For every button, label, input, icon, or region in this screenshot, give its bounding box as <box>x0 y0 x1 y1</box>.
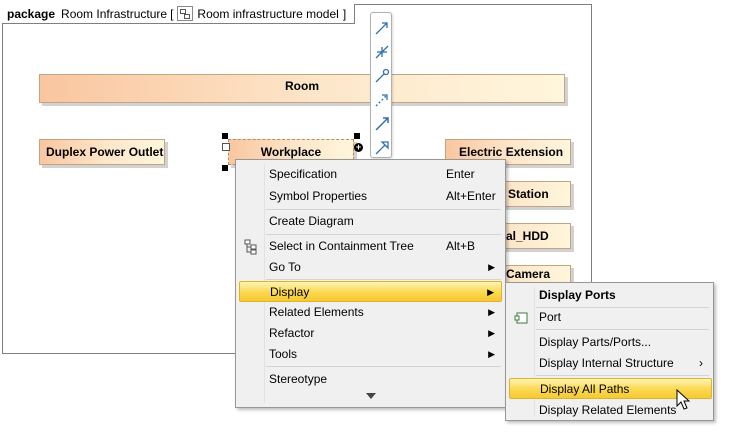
submenu-arrow-icon: ▶ <box>488 262 495 272</box>
part-room-label: Room <box>285 79 319 93</box>
directed-association-icon[interactable] <box>373 19 391 37</box>
submenu-item-display-ports[interactable]: Display Ports <box>506 285 713 306</box>
menu-item-label: Specification <box>269 167 338 181</box>
menu-item-shortcut: Enter <box>446 167 475 181</box>
menu-separator <box>266 209 501 210</box>
model-name: Room infrastructure model <box>197 6 339 21</box>
generalization-icon[interactable] <box>373 139 391 157</box>
resize-handle-ne[interactable] <box>354 133 360 139</box>
menu-separator <box>266 279 501 280</box>
submenu-item-display-related-elements[interactable]: Display Related Elements <box>506 400 713 421</box>
bracket-open: [ <box>170 6 174 21</box>
compartment-toggle-icon[interactable] <box>222 143 230 151</box>
association-icon[interactable] <box>373 115 391 133</box>
menu-item-create-diagram[interactable]: Create Diagram <box>236 211 505 232</box>
smart-manipulator-toolbar <box>370 12 392 158</box>
submenu-item-display-internal-structure[interactable]: Display Internal Structure › <box>506 353 713 374</box>
menu-item-refactor[interactable]: Refactor ▶ <box>236 323 505 344</box>
menu-item-label: Create Diagram <box>269 214 354 228</box>
submenu-arrow-icon: ▶ <box>488 307 495 317</box>
chevron-right-icon: › <box>699 356 703 370</box>
menu-gutter <box>534 287 535 416</box>
diagram-header: package Room Infrastructure [ Room infra… <box>2 4 356 24</box>
menu-item-select-in-containment-tree[interactable]: Select in Containment Tree Alt+B <box>236 236 505 257</box>
menu-item-label: Display Parts/Ports... <box>539 335 652 349</box>
menu-item-specification[interactable]: Specification Enter <box>236 164 505 185</box>
menu-item-label: Stereotype <box>269 372 328 386</box>
menu-separator <box>536 329 709 330</box>
submenu-item-display-parts-ports[interactable]: Display Parts/Ports... <box>506 332 713 353</box>
submenu-item-port[interactable]: Port <box>506 307 713 328</box>
submenu-arrow-icon: ▶ <box>487 287 494 297</box>
part-station-label: Station <box>508 187 549 201</box>
port-icon <box>514 312 528 324</box>
part-room[interactable]: Room <box>39 74 565 103</box>
dependency-icon[interactable] <box>373 91 391 109</box>
menu-item-label: Display Ports <box>539 288 616 302</box>
menu-item-go-to[interactable]: Go To ▶ <box>236 257 505 278</box>
scroll-down-arrow-icon[interactable] <box>366 392 376 400</box>
menu-item-label: Display <box>270 285 310 299</box>
menu-item-label: Select in Containment Tree <box>269 239 414 253</box>
usage-icon[interactable] <box>373 67 391 85</box>
containment-tree-icon <box>244 239 257 255</box>
menu-item-label: Refactor <box>269 326 315 340</box>
submenu-arrow-icon: ▶ <box>488 349 495 359</box>
menu-item-label: Display Internal Structure <box>539 356 674 370</box>
menu-item-label: Symbol Properties <box>269 189 368 203</box>
menu-item-stereotype[interactable]: Stereotype <box>236 369 505 390</box>
mouse-pointer-icon <box>676 389 691 410</box>
bracket-close: ] <box>342 6 347 21</box>
menu-item-shortcut: Alt+Enter <box>446 189 496 203</box>
menu-item-related-elements[interactable]: Related Elements ▶ <box>236 302 505 323</box>
part-workplace-label: Workplace <box>260 145 322 159</box>
part-hdd-label: al_HDD <box>506 229 549 243</box>
menu-item-symbol-properties[interactable]: Symbol Properties Alt+Enter <box>236 186 505 207</box>
menu-item-label: Display All Paths <box>540 382 630 396</box>
menu-item-label: Tools <box>269 347 298 361</box>
menu-item-tools[interactable]: Tools ▶ <box>236 344 505 365</box>
diagram-type-icon <box>177 6 194 21</box>
menu-separator <box>536 307 709 308</box>
submenu-arrow-icon: ▶ <box>488 328 495 338</box>
display-submenu: Display Ports Port Display Parts/Ports..… <box>505 282 714 421</box>
submenu-item-display-all-paths[interactable]: Display All Paths <box>509 378 712 399</box>
package-keyword: package <box>7 6 56 21</box>
menu-item-shortcut: Alt+B <box>446 239 476 253</box>
context-menu: Specification Enter Symbol Properties Al… <box>235 159 506 408</box>
package-name: Room Infrastructure <box>61 6 168 21</box>
connector-icon[interactable] <box>373 43 391 61</box>
menu-item-label: Port <box>539 310 562 324</box>
add-port-icon[interactable]: + <box>354 142 363 152</box>
menu-item-label: Display Related Elements <box>539 403 677 417</box>
menu-separator <box>266 234 501 235</box>
part-duplex-power-outlet[interactable]: Duplex Power Outlet <box>39 139 165 165</box>
menu-item-label: Related Elements <box>269 305 364 319</box>
menu-item-label: Go To <box>269 260 301 274</box>
menu-item-display[interactable]: Display ▶ <box>239 281 502 302</box>
part-duplex-label: Duplex Power Outlet <box>46 145 164 159</box>
menu-separator <box>536 375 709 376</box>
part-camera-label: Camera <box>506 267 551 281</box>
part-electric-label: Electric Extension <box>459 145 564 159</box>
resize-handle-nw[interactable] <box>222 133 228 139</box>
menu-separator <box>266 366 501 367</box>
resize-handle-sw[interactable] <box>222 165 228 171</box>
